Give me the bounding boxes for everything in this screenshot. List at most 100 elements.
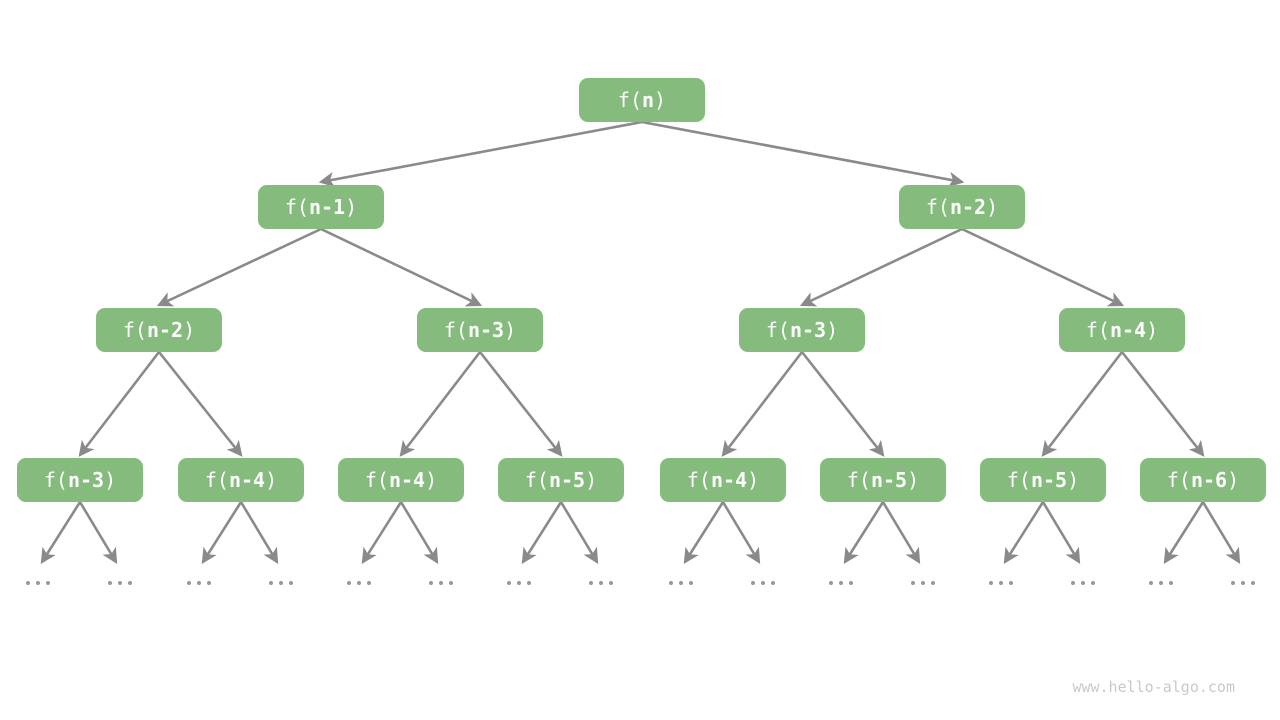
node-label-part: n-2 <box>146 318 184 342</box>
ellipsis-dot <box>1081 581 1085 585</box>
ellipsis-dot <box>507 581 511 585</box>
node-label-part: ) <box>265 468 278 492</box>
tree-node: f(n-2) <box>96 308 222 352</box>
node-label-part: n-4 <box>1109 318 1147 342</box>
watermark: www.hello-algo.com <box>1072 678 1235 696</box>
ellipsis-dot <box>829 581 833 585</box>
node-label-part: f( <box>43 468 68 492</box>
ellipsis-dot <box>357 581 361 585</box>
ellipsis <box>589 581 613 585</box>
ellipsis-dot <box>999 581 1003 585</box>
node-label-part: ) <box>425 468 438 492</box>
node-label-part: n-2 <box>949 195 987 219</box>
ellipsis-dot <box>1159 581 1163 585</box>
ellipsis <box>911 581 935 585</box>
node-label-part: f( <box>284 195 309 219</box>
ellipsis <box>347 581 371 585</box>
node-label-part: ) <box>826 318 839 342</box>
node-label-part: f( <box>524 468 549 492</box>
edge-arrow <box>1120 351 1205 457</box>
ellipsis-dot <box>367 581 371 585</box>
ellipsis-dot <box>108 581 112 585</box>
ellipsis-dot <box>128 581 132 585</box>
tree-node: f(n) <box>579 78 705 122</box>
tree-node: f(n-5) <box>820 458 946 502</box>
ellipsis-dot <box>439 581 443 585</box>
node-label-part: f( <box>686 468 711 492</box>
node-label-part: f( <box>1006 468 1031 492</box>
node-label-part: f( <box>1166 468 1191 492</box>
edge-arrow <box>361 501 403 564</box>
ellipsis-dot <box>1009 581 1013 585</box>
ellipsis-dot <box>527 581 531 585</box>
edge-arrow <box>800 351 885 457</box>
node-label-part: ) <box>183 318 196 342</box>
node-label-part: ) <box>345 195 358 219</box>
node-label-part: f( <box>765 318 790 342</box>
edge-arrow <box>239 501 279 565</box>
node-label-part: n-3 <box>67 468 105 492</box>
node-label-part: n-5 <box>548 468 586 492</box>
ellipsis-dot <box>1241 581 1245 585</box>
edge-arrow <box>1163 501 1205 564</box>
node-label-part: ) <box>104 468 117 492</box>
edge-arrow <box>559 501 599 565</box>
ellipsis-dot <box>429 581 433 585</box>
edge-arrow <box>78 351 161 457</box>
node-label-part: f( <box>925 195 950 219</box>
edge-arrow <box>318 120 643 188</box>
node-label-part: n-4 <box>228 468 266 492</box>
node-label-part: ) <box>986 195 999 219</box>
ellipsis-dot <box>187 581 191 585</box>
edge-arrow <box>521 501 563 564</box>
node-label-part: ) <box>654 88 667 112</box>
ellipsis-dot <box>1169 581 1173 585</box>
ellipsis-dot <box>1071 581 1075 585</box>
node-label-part: n-6 <box>1190 468 1228 492</box>
ellipsis-dot <box>1149 581 1153 585</box>
node-label-part: ) <box>1227 468 1240 492</box>
node-label-part: ) <box>907 468 920 492</box>
node-label-part: n-4 <box>388 468 426 492</box>
node-label-part: n-1 <box>308 195 346 219</box>
ellipsis <box>1149 581 1173 585</box>
tree-node: f(n-3) <box>739 308 865 352</box>
ellipsis-dot <box>449 581 453 585</box>
node-label-part: f( <box>364 468 389 492</box>
edge-arrow <box>78 501 118 565</box>
ellipsis-dot <box>269 581 273 585</box>
tree-node: f(n-4) <box>338 458 464 502</box>
edge-arrow <box>399 501 439 565</box>
ellipsis-dot <box>1231 581 1235 585</box>
ellipsis-dot <box>347 581 351 585</box>
ellipsis-dot <box>279 581 283 585</box>
ellipsis-dot <box>771 581 775 585</box>
ellipsis-dot <box>921 581 925 585</box>
ellipsis-dot <box>1091 581 1095 585</box>
edge-arrow <box>721 351 804 457</box>
node-label-part: ) <box>585 468 598 492</box>
ellipsis-dot <box>207 581 211 585</box>
ellipsis <box>108 581 132 585</box>
ellipsis <box>829 581 853 585</box>
edge-arrow <box>320 227 483 307</box>
node-label-part: f( <box>617 88 642 112</box>
ellipsis <box>989 581 1013 585</box>
tree-node: f(n-6) <box>1140 458 1266 502</box>
edge-arrow <box>478 351 563 457</box>
node-label-part: n-5 <box>870 468 908 492</box>
ellipsis <box>269 581 293 585</box>
edge-arrow <box>641 120 965 188</box>
ellipsis-dot <box>118 581 122 585</box>
edge-arrow <box>881 501 921 565</box>
ellipsis-dot <box>839 581 843 585</box>
ellipsis-dot <box>931 581 935 585</box>
tree-node: f(n-1) <box>258 185 384 229</box>
ellipsis-dot <box>289 581 293 585</box>
ellipsis-dot <box>46 581 50 585</box>
node-label-part: n-3 <box>467 318 505 342</box>
tree-node: f(n-3) <box>17 458 143 502</box>
ellipsis-dot <box>989 581 993 585</box>
node-label-part: f( <box>204 468 229 492</box>
tree-node: f(n-5) <box>980 458 1106 502</box>
